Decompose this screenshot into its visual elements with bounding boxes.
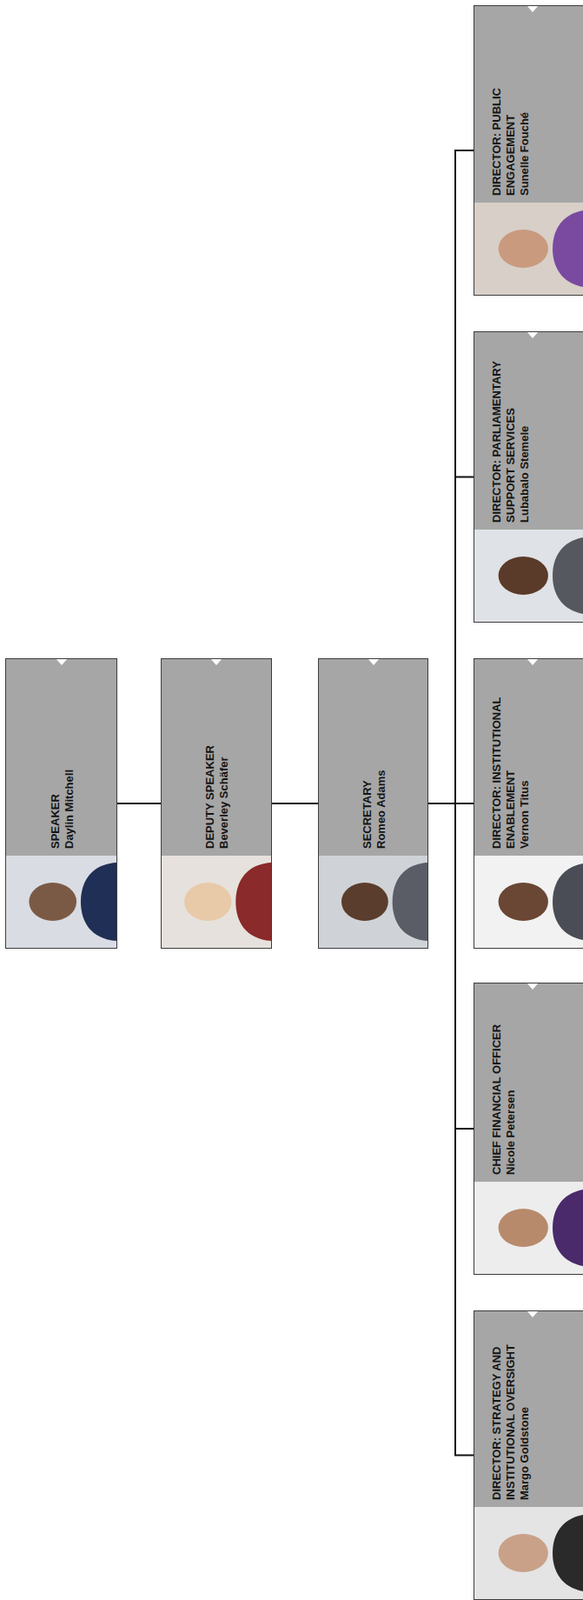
portrait-photo <box>474 1505 583 1598</box>
role-title: DIRECTOR: INSTITUTIONAL ENABLEMENT <box>490 670 518 848</box>
reporting-line <box>428 802 474 1455</box>
box-notch <box>526 657 539 665</box>
reporting-line <box>117 801 161 804</box>
person-name: Margo Goldstone <box>517 1322 532 1499</box>
person-name: Vernon Titus <box>517 670 532 848</box>
portrait-photo <box>474 529 583 622</box>
org-box: CHIEF FINANCIAL OFFICERNicole Petersen <box>473 981 583 1274</box>
org-box: DIRECTOR: INSTITUTIONAL ENABLEMENTVernon… <box>473 657 583 948</box>
box-text: DIRECTOR: PARLIAMENTARY SUPPORT SERVICES… <box>474 344 532 523</box>
portrait-photo <box>474 854 583 948</box>
box-notch <box>526 5 539 13</box>
portrait-photo <box>474 202 583 295</box>
org-box: DIRECTOR: PARLIAMENTARY SUPPORT SERVICES… <box>473 331 583 623</box>
portrait-photo <box>6 854 117 948</box>
org-box: DEPUTY SPEAKERBeverley Schäfer <box>160 657 272 948</box>
portrait-photo <box>474 1180 583 1273</box>
box-notch <box>526 1309 539 1317</box>
box-notch <box>526 981 539 989</box>
box-text: DIRECTOR: PUBLIC ENGAGEMENTSunelle Fouch… <box>474 18 532 196</box>
portrait-photo <box>161 854 272 948</box>
reporting-line <box>428 477 474 804</box>
org-box: DIRECTOR: PUBLIC ENGAGEMENTSunelle Fouch… <box>473 5 583 296</box>
box-text: DIRECTOR: INSTITUTIONAL ENABLEMENTVernon… <box>474 670 532 848</box>
box-notch <box>526 331 539 338</box>
role-title: DEPUTY SPEAKER <box>203 670 218 848</box>
reporting-line <box>428 150 474 803</box>
box-text: SPEAKERDaylin Mitchell <box>6 670 77 848</box>
org-box: DIRECTOR: STRATEGY AND INSTITUTIONAL OVE… <box>473 1309 583 1599</box>
role-title: DIRECTOR: PUBLIC ENGAGEMENT <box>490 18 518 196</box>
role-title: DIRECTOR: STRATEGY AND INSTITUTIONAL OVE… <box>490 1322 518 1499</box>
person-name: Romeo Adams <box>374 670 389 848</box>
portrait-photo <box>318 854 428 948</box>
person-name: Daylin Mitchell <box>62 670 77 848</box>
box-notch <box>55 657 68 665</box>
org-box: SPEAKERDaylin Mitchell <box>5 657 118 948</box>
box-notch <box>210 657 223 665</box>
reporting-line <box>271 801 318 804</box>
org-box: SECRETARYRomeo Adams <box>318 657 429 948</box>
role-title: CHIEF FINANCIAL OFFICER <box>490 994 504 1174</box>
person-name: Lubabalo Stemele <box>517 344 532 523</box>
box-text: SECRETARYRomeo Adams <box>318 670 389 848</box>
box-text: DEPUTY SPEAKERBeverley Schäfer <box>161 670 232 848</box>
box-text: CHIEF FINANCIAL OFFICERNicole Petersen <box>474 994 518 1174</box>
person-name: Sunelle Fouché <box>517 18 532 196</box>
box-notch <box>367 657 380 665</box>
role-title: DIRECTOR: PARLIAMENTARY SUPPORT SERVICES <box>490 344 518 523</box>
role-title: SECRETARY <box>360 670 375 848</box>
person-name: Nicole Petersen <box>503 994 518 1174</box>
person-name: Beverley Schäfer <box>217 670 232 848</box>
role-title: SPEAKER <box>48 670 63 848</box>
box-text: DIRECTOR: STRATEGY AND INSTITUTIONAL OVE… <box>474 1322 532 1499</box>
reporting-line <box>428 802 474 1128</box>
